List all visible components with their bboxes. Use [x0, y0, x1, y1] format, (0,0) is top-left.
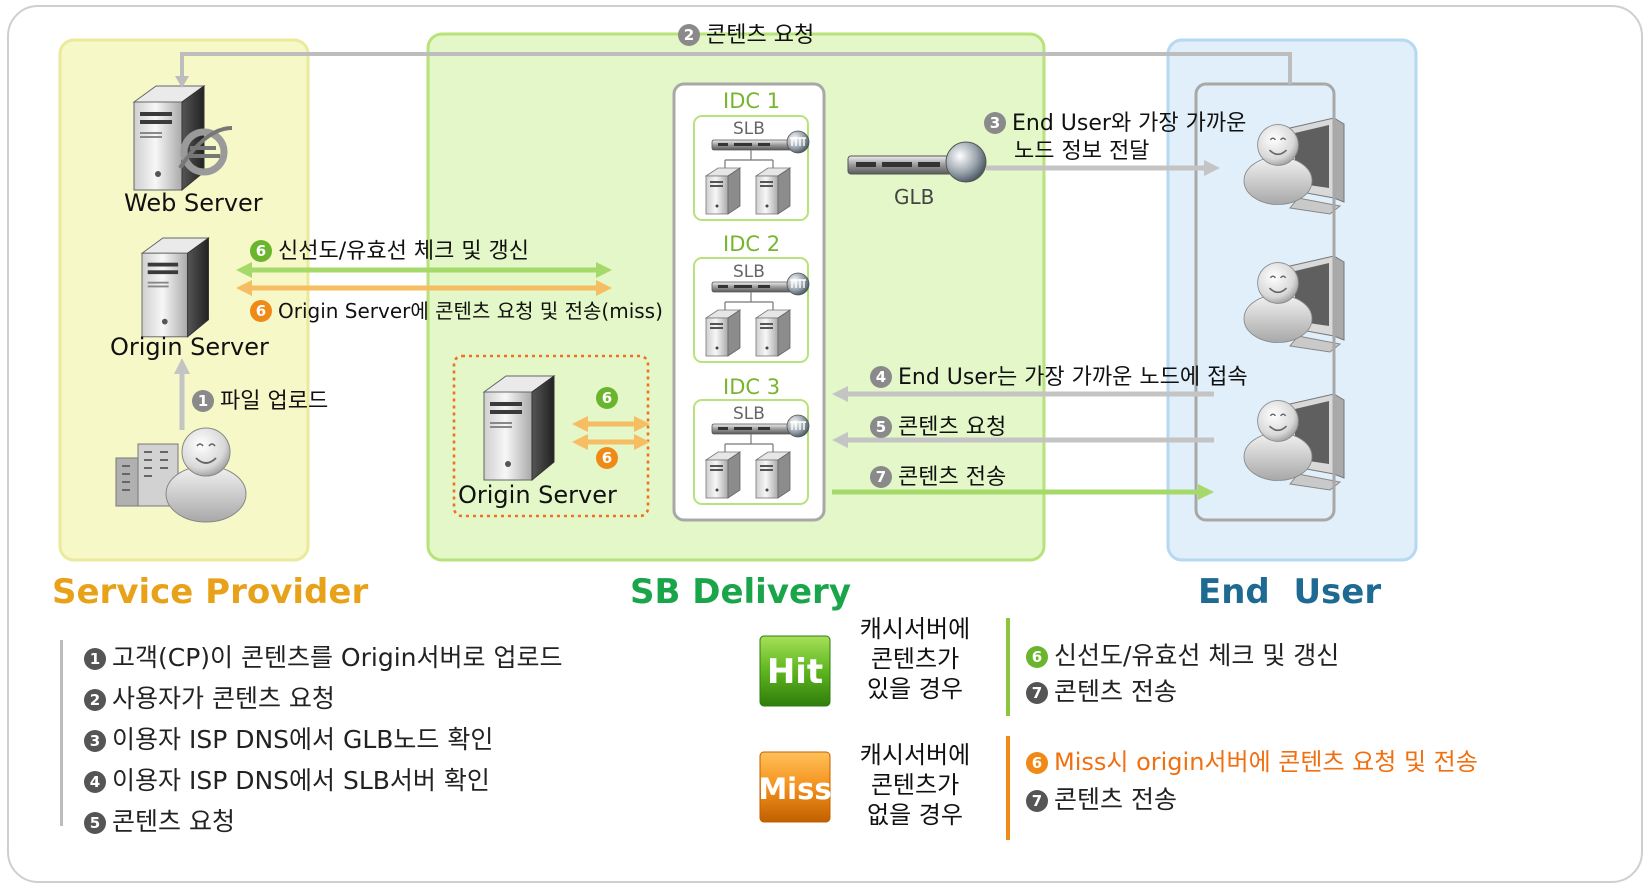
glb-appliance-icon — [847, 155, 959, 175]
step-6-badge: 6 — [596, 387, 618, 409]
internet-explorer-icon — [178, 126, 233, 176]
building-icon — [115, 443, 179, 507]
idc-1-label: IDC 1 — [723, 89, 781, 113]
hit-desc-1: 캐시서버에 — [859, 615, 971, 643]
step-3-label-line2: 노드 정보 전달 — [1014, 139, 1150, 164]
idc-3-label: IDC 3 — [723, 375, 781, 399]
idc-2-label: IDC 2 — [723, 232, 781, 256]
svg-text:Miss: Miss — [758, 772, 831, 806]
server-icon — [755, 167, 791, 215]
server-icon — [483, 375, 555, 481]
slb-2-label: SLB — [733, 262, 765, 282]
arrows — [174, 52, 1292, 500]
server-icon — [705, 167, 741, 215]
server-icon — [755, 451, 791, 499]
miss-badge-icon: Miss — [758, 751, 832, 823]
step-6-cache-green: 6 — [596, 387, 624, 411]
miss-desc-1: 캐시서버에 — [859, 741, 971, 769]
step-6-cache-orange: 6 — [596, 447, 624, 471]
step-1-badge: 1 — [192, 390, 214, 412]
step-7-badge: 7 — [870, 466, 892, 488]
server-icon — [705, 451, 741, 499]
end-user-stack — [1194, 82, 1336, 522]
glb-label: GLB — [894, 185, 935, 209]
step-3-badge: 3 — [984, 112, 1006, 134]
svg-text:Hit: Hit — [767, 652, 823, 692]
slb-1-label: SLB — [733, 119, 765, 139]
miss-divider — [1006, 736, 1010, 840]
slb-3-label: SLB — [733, 404, 765, 424]
step-6-badge: 6 — [250, 240, 272, 262]
cache-origin-server-label: Origin Server — [458, 481, 617, 509]
service-provider-title: Service Provider — [52, 572, 369, 612]
step-2-badge: 2 — [678, 24, 700, 46]
step-6-badge: 6 — [596, 447, 618, 469]
server-icon — [755, 309, 791, 357]
end-user-title: End User — [1198, 572, 1382, 612]
web-server-label: Web Server — [124, 189, 263, 217]
step-4-badge: 4 — [870, 366, 892, 388]
sb-delivery-title: SB Delivery — [630, 572, 851, 612]
legend-divider — [60, 640, 63, 826]
origin-server-label: Origin Server — [110, 333, 269, 361]
cache-origin-box — [452, 354, 650, 518]
hit-badge-icon: Hit — [759, 635, 831, 707]
step-6-badge: 6 — [250, 300, 272, 322]
step-5-badge: 5 — [870, 416, 892, 438]
server-icon — [705, 309, 741, 357]
hit-desc-3: 있을 경우 — [867, 675, 963, 703]
miss-desc-2: 콘텐츠가 — [870, 771, 960, 799]
hit-desc-2: 콘텐츠가 — [870, 645, 960, 673]
server-icon — [141, 237, 209, 338]
miss-desc-3: 없을 경우 — [867, 801, 963, 829]
hit-divider — [1006, 618, 1010, 716]
globe-icon — [945, 141, 987, 183]
